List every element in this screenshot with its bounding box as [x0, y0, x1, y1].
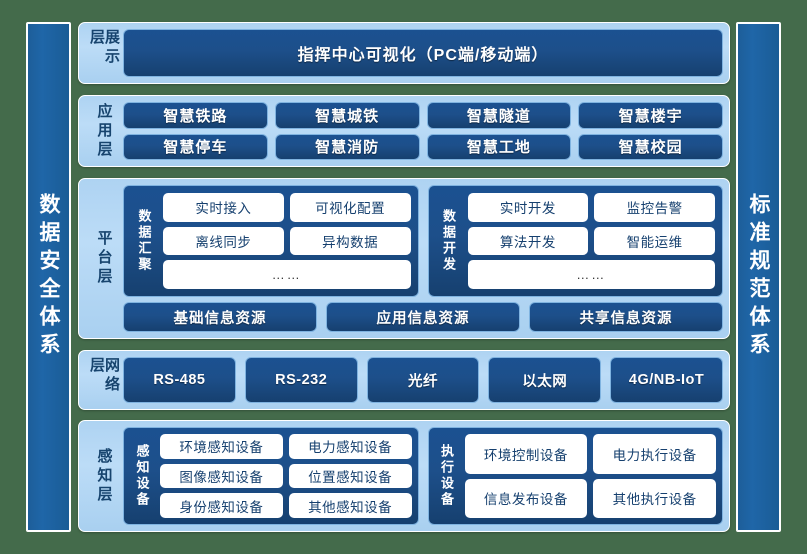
platform-group-development-grid: 实时开发 监控告警 算法开发 智能运维 …… — [467, 193, 715, 290]
pillar-left-label: 数据安全体系 — [37, 193, 60, 361]
layer-application-body: 智慧铁路 智慧城铁 智慧隧道 智慧楼宇 智慧停车 智慧消防 智慧工地 智慧校园 — [123, 102, 723, 160]
app-item-smart-fire[interactable]: 智慧消防 — [274, 133, 420, 160]
execution-item-power[interactable]: 电力执行设备 — [593, 434, 716, 474]
execution-item-other[interactable]: 其他执行设备 — [593, 478, 716, 518]
application-row: 智慧停车 智慧消防 智慧工地 智慧校园 — [123, 133, 723, 160]
layer-platform-label: 平台层 — [95, 230, 113, 287]
layer-platform-label-wrap: 平台层 — [85, 185, 123, 332]
perception-grid-row: 环境感知设备 电力感知设备 — [160, 434, 412, 459]
platform-group-aggregation-label: 数据汇聚 — [136, 209, 152, 273]
platform-item-algorithm-development[interactable]: 算法开发 — [467, 226, 589, 256]
app-item-smart-metro[interactable]: 智慧城铁 — [274, 102, 420, 129]
perception-grid-row: 身份感知设备 其他感知设备 — [160, 493, 412, 519]
platform-item-aggregation-more[interactable]: …… — [163, 260, 411, 290]
platform-item-monitoring-alarm[interactable]: 监控告警 — [594, 193, 715, 222]
layer-network-label-wrap: 网络层 — [85, 357, 123, 403]
app-item-smart-parking[interactable]: 智慧停车 — [123, 133, 268, 160]
resource-application-information[interactable]: 应用信息资源 — [326, 302, 520, 332]
app-item-smart-tunnel[interactable]: 智慧隧道 — [426, 102, 572, 129]
perception-group-sensing-label: 感知设备 — [134, 444, 150, 508]
layer-perception-label: 感知层 — [95, 447, 113, 505]
perception-group-execution-grid: 环境控制设备 电力执行设备 信息发布设备 其他执行设备 — [464, 434, 716, 518]
pillar-data-security: 数据安全体系 — [26, 22, 71, 532]
sensing-item-power[interactable]: 电力感知设备 — [288, 434, 412, 459]
platform-grid-row: 算法开发 智能运维 — [467, 226, 715, 256]
platform-item-realtime-ingest[interactable]: 实时接入 — [163, 193, 284, 222]
perception-groups: 感知设备 环境感知设备 电力感知设备 图像感知设备 位置感知设备 身份感知设备 — [123, 427, 723, 525]
platform-item-realtime-development[interactable]: 实时开发 — [467, 193, 589, 222]
layer-network-body: RS-485 RS-232 光纤 以太网 4G/NB-IoT — [123, 357, 723, 403]
sensing-item-image[interactable]: 图像感知设备 — [160, 463, 283, 489]
platform-group-aggregation-label-wrap: 数据汇聚 — [131, 193, 157, 289]
platform-grid-row: 离线同步 异构数据 — [163, 226, 411, 256]
display-banner[interactable]: 指挥中心可视化（PC端/移动端） — [123, 29, 723, 77]
platform-item-visual-config[interactable]: 可视化配置 — [289, 193, 411, 222]
platform-group-development-label-wrap: 数据开发 — [436, 193, 462, 289]
application-row: 智慧铁路 智慧城铁 智慧隧道 智慧楼宇 — [123, 102, 723, 129]
perception-group-execution-label-wrap: 执行设备 — [435, 434, 459, 518]
app-item-smart-railway[interactable]: 智慧铁路 — [123, 102, 268, 129]
layer-perception-label-wrap: 感知层 — [85, 427, 123, 525]
layer-display-label: 展示层 — [88, 29, 120, 67]
platform-group-aggregation-grid: 实时接入 可视化配置 离线同步 异构数据 …… — [163, 193, 411, 290]
layer-application-label: 应用层 — [95, 102, 113, 160]
sensing-item-location[interactable]: 位置感知设备 — [288, 463, 412, 489]
app-item-smart-construction[interactable]: 智慧工地 — [426, 133, 572, 160]
platform-group-data-aggregation: 数据汇聚 实时接入 可视化配置 离线同步 异构数据 …… — [123, 185, 419, 297]
platform-group-development-label: 数据开发 — [441, 209, 456, 273]
layer-perception: 感知层 感知设备 环境感知设备 电力感知设备 图像感知设备 — [78, 420, 730, 532]
platform-group-data-development: 数据开发 实时开发 监控告警 算法开发 智能运维 …… — [427, 185, 723, 297]
execution-item-environment-control[interactable]: 环境控制设备 — [464, 434, 588, 474]
execution-item-information-release[interactable]: 信息发布设备 — [464, 478, 588, 518]
sensing-item-identity[interactable]: 身份感知设备 — [160, 493, 283, 519]
platform-grid-row: 实时接入 可视化配置 — [163, 193, 411, 222]
perception-grid-row: 图像感知设备 位置感知设备 — [160, 463, 412, 489]
resource-basic-information[interactable]: 基础信息资源 — [123, 302, 317, 332]
layer-application-label-wrap: 应用层 — [85, 102, 123, 160]
app-item-smart-campus[interactable]: 智慧校园 — [578, 133, 723, 160]
perception-group-execution-devices: 执行设备 环境控制设备 电力执行设备 信息发布设备 其他执行设备 — [427, 427, 723, 525]
pillar-right-label: 标准规范体系 — [747, 193, 770, 361]
layer-platform-body: 数据汇聚 实时接入 可视化配置 离线同步 异构数据 …… — [123, 185, 723, 332]
layer-platform: 平台层 数据汇聚 实时接入 可视化配置 离线同步 — [78, 178, 730, 339]
platform-resources-row: 基础信息资源 应用信息资源 共享信息资源 — [123, 302, 723, 332]
network-item-fiber[interactable]: 光纤 — [366, 357, 480, 403]
layer-application: 应用层 智慧铁路 智慧城铁 智慧隧道 智慧楼宇 智慧停车 智慧消防 智慧工地 智… — [78, 95, 730, 167]
layer-display-label-wrap: 展示层 — [85, 29, 123, 77]
platform-grid-row: 实时开发 监控告警 — [467, 193, 715, 222]
perception-group-sensing-grid: 环境感知设备 电力感知设备 图像感知设备 位置感知设备 身份感知设备 其他感知设… — [160, 434, 412, 519]
perception-group-sensing-label-wrap: 感知设备 — [130, 434, 154, 518]
layer-network-label: 网络层 — [88, 357, 120, 395]
pillar-standards: 标准规范体系 — [736, 22, 781, 532]
app-item-smart-building[interactable]: 智慧楼宇 — [578, 102, 723, 129]
perception-grid-row: 环境控制设备 电力执行设备 — [464, 434, 716, 474]
layer-network: 网络层 RS-485 RS-232 光纤 以太网 4G/NB-IoT — [78, 350, 730, 410]
platform-item-offline-sync[interactable]: 离线同步 — [163, 226, 284, 256]
resource-shared-information[interactable]: 共享信息资源 — [529, 302, 723, 332]
platform-groups: 数据汇聚 实时接入 可视化配置 离线同步 异构数据 …… — [123, 185, 723, 297]
platform-grid-row: …… — [163, 260, 411, 290]
platform-item-intelligent-ops[interactable]: 智能运维 — [594, 226, 715, 256]
sensing-item-environment[interactable]: 环境感知设备 — [160, 434, 283, 459]
sensing-item-other[interactable]: 其他感知设备 — [288, 493, 412, 519]
perception-grid-row: 信息发布设备 其他执行设备 — [464, 478, 716, 518]
network-item-4g-nbiot[interactable]: 4G/NB-IoT — [610, 357, 723, 403]
layer-perception-body: 感知设备 环境感知设备 电力感知设备 图像感知设备 位置感知设备 身份感知设备 — [123, 427, 723, 525]
layer-display: 展示层 指挥中心可视化（PC端/移动端） — [78, 22, 730, 84]
platform-item-development-more[interactable]: …… — [467, 260, 715, 290]
platform-item-heterogeneous-data[interactable]: 异构数据 — [289, 226, 411, 256]
network-row: RS-485 RS-232 光纤 以太网 4G/NB-IoT — [123, 357, 723, 403]
layer-display-body: 指挥中心可视化（PC端/移动端） — [123, 29, 723, 77]
network-item-ethernet[interactable]: 以太网 — [488, 357, 602, 403]
platform-grid-row: …… — [467, 260, 715, 290]
network-item-rs232[interactable]: RS-232 — [244, 357, 358, 403]
network-item-rs485[interactable]: RS-485 — [123, 357, 236, 403]
perception-group-execution-label: 执行设备 — [439, 444, 454, 508]
perception-group-sensing-devices: 感知设备 环境感知设备 电力感知设备 图像感知设备 位置感知设备 身份感知设备 — [123, 427, 419, 525]
